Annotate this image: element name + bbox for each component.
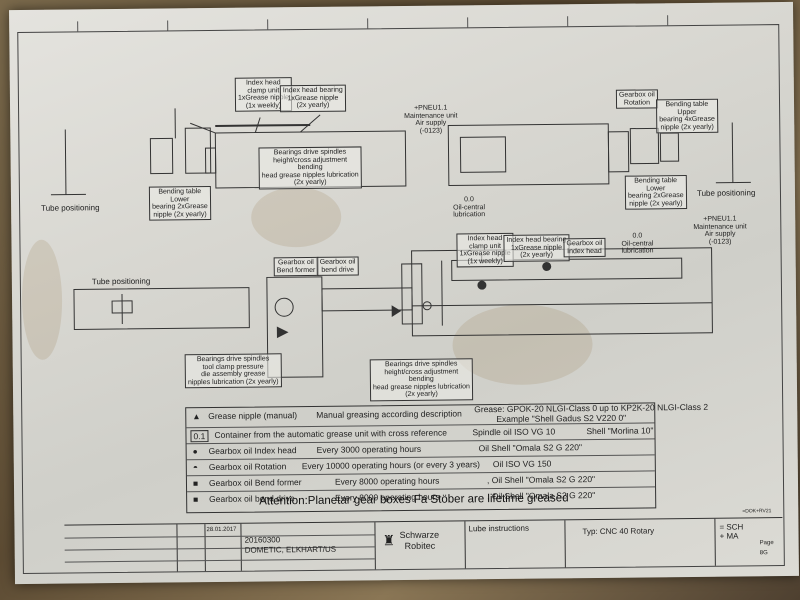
legend-desc: Container from the automatic grease unit… xyxy=(214,427,447,440)
bending-table-lower-label: Bending table Lower bearing 2xGrease nip… xyxy=(148,186,211,221)
machine-bed xyxy=(447,123,610,187)
tube-stand xyxy=(64,129,67,195)
tube-positioning-label: Tube positioning xyxy=(696,188,756,198)
index-head-symbol: ● xyxy=(192,446,198,457)
bearings-tool-clamp-label: Bearings drive spindles tool clamp press… xyxy=(184,353,282,389)
oil-central-label: 0.0 Oil-central lubrication xyxy=(621,232,654,255)
bending-table-upper-label: Bending table Upper bearing 4xGrease nip… xyxy=(655,98,718,134)
legend-detail: Manual greasing according description xyxy=(316,408,462,420)
bending-head xyxy=(149,137,174,175)
bend-drive-symbol: ■ xyxy=(193,494,199,505)
tube-positioning-label: Tube positioning xyxy=(91,276,151,287)
job-number: 20160300 xyxy=(244,535,281,545)
legend-detail: Every 8000 operating hours xyxy=(334,475,440,487)
oil-central-label: 0.0 Oil-central lubrication xyxy=(453,196,486,219)
bearings-drive-spindles-label: Bearings drive spindles height/cross adj… xyxy=(258,146,362,190)
legend-lube: , Oil Shell "Omala S2 G 220" xyxy=(486,474,596,486)
machine-drawing xyxy=(50,108,751,378)
tube-stand xyxy=(731,122,734,183)
company-name: Robitec xyxy=(404,540,436,552)
container-symbol: 0.1 xyxy=(190,430,209,443)
drawing-sheet: Index head clamp unit 1xGrease nipple (1… xyxy=(9,1,799,585)
bend-head-plan xyxy=(266,276,324,378)
legend-lube: Spindle oil ISO VG 10 xyxy=(472,426,556,438)
revision-code: = SCH xyxy=(719,522,744,532)
index-head-bearing-label: Index head bearing 1xGrease nipple (2x y… xyxy=(503,234,570,262)
gearbox-bend-former-label: Gearbox oil Bend former xyxy=(273,256,319,277)
legend-lube: Oil ISO VG 150 xyxy=(492,458,552,470)
document-reference: =DOK+RV21 xyxy=(742,508,772,515)
legend-detail: Every 10000 operating hours (or every 3 … xyxy=(301,459,480,472)
revision-code: + MA xyxy=(719,531,739,541)
drawing-date: 28.01.2017 xyxy=(206,526,237,534)
gearbox-index-head-label: Gearbox oil Index head xyxy=(563,237,606,258)
page-label: Page xyxy=(759,540,774,547)
page-count: 8G xyxy=(759,550,768,557)
gearbox-rotation-label: Gearbox oil Rotation xyxy=(615,89,658,109)
legend-desc: Gearbox oil Rotation xyxy=(208,461,287,473)
bending-head xyxy=(629,127,660,165)
bending-table-lower-label: Bending table Lower bearing 2xGrease nip… xyxy=(624,175,687,210)
machine-type: Typ: CNC 40 Rotary xyxy=(582,526,655,537)
legend-lube-example: Shell "Morlina 10" xyxy=(586,425,654,437)
legend-row: ▲ Grease nipple (manual) Manual greasing… xyxy=(186,402,708,424)
legend-detail: Every 3000 operating hours xyxy=(316,443,422,455)
gearbox-bend-drive-label: Gearbox oil bend drive xyxy=(316,256,359,276)
legend-lube: Oil Shell "Omala S2 G 220" xyxy=(478,442,583,454)
tube-positioning-label: Tube positioning xyxy=(41,203,100,213)
title-block: 28.01.2017 20160300 DOMETIC, ELKHART/US … xyxy=(64,508,783,573)
bend-former-symbol: ■ xyxy=(192,478,199,489)
company-logo-icon: ♜ xyxy=(382,532,396,549)
legend-desc: Gearbox oil Bend former xyxy=(208,477,302,489)
tube-positioning-unit xyxy=(73,287,250,330)
document-title: Lube instructions xyxy=(468,523,530,534)
maintenance-unit-label: +PNEU1.1 Maintenance unit Air supply (-0… xyxy=(693,215,747,246)
index-head-bearing-label: Index head bearing 1xGrease nipple (2x y… xyxy=(279,84,347,112)
maintenance-unit-label: +PNEU1.1 Maintenance unit Air supply (-0… xyxy=(404,104,458,135)
grease-nipple-symbol: ▲ xyxy=(192,411,201,422)
legend-desc: Grease nipple (manual) xyxy=(208,410,298,422)
company-name: Schwarze xyxy=(399,529,440,541)
bearings-drive-spindles-label: Bearings drive spindles height/cross adj… xyxy=(369,358,474,401)
customer-name: DOMETIC, ELKHART/US xyxy=(244,544,337,555)
rotation-symbol: ◓ xyxy=(192,462,199,473)
legend-desc: Gearbox oil Index head xyxy=(208,445,297,457)
